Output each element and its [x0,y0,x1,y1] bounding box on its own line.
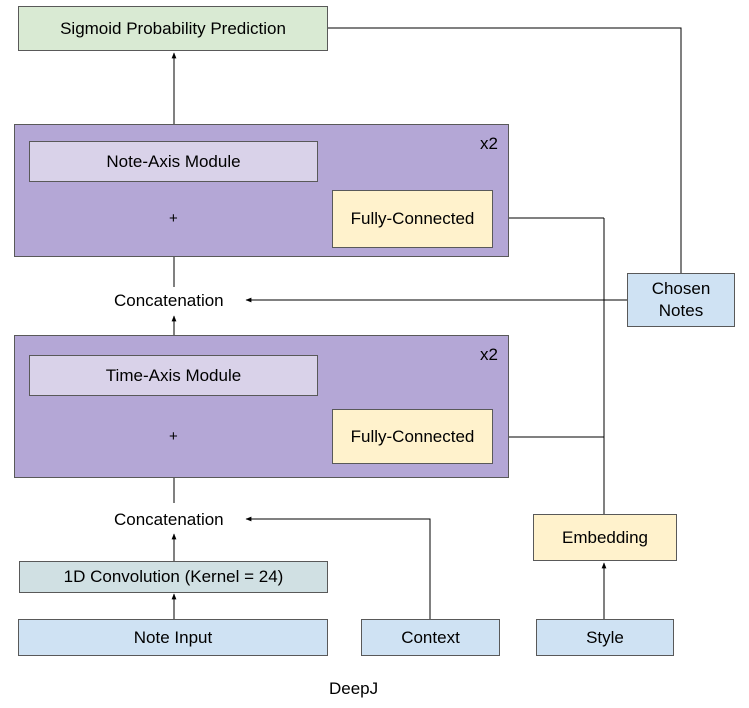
sigmoid-probability-label: Sigmoid Probability Prediction [60,18,286,38]
note-axis-module-node: Note-Axis Module [29,141,318,182]
time-axis-module-node: Time-Axis Module [29,355,318,396]
time-axis-module-label: Time-Axis Module [105,365,242,385]
note-axis-repeat-label: x2 [480,134,498,153]
chosen-notes-label: Chosen Notes [651,279,711,320]
context-node: Context [361,619,500,656]
diagram-caption: DeepJ [329,679,379,698]
conv-label: 1D Convolution (Kernel = 24) [63,567,284,586]
sigmoid-probability-node: Sigmoid Probability Prediction [18,6,328,51]
concatenation-top-label: Concatenation [114,291,224,310]
fully-connected-bottom-label: Fully-Connected [350,426,475,446]
add-operator-top: + [169,210,178,227]
fully-connected-top-node: Fully-Connected [332,190,493,248]
embedding-label: Embedding [561,527,648,547]
embedding-node: Embedding [533,514,677,561]
edge-context-to-concat [245,516,431,619]
fully-connected-top-label: Fully-Connected [350,209,475,228]
time-axis-repeat-label: x2 [480,345,498,364]
fully-connected-bottom-node: Fully-Connected [332,409,493,464]
concatenation-bottom-label: Concatenation [114,510,224,529]
context-label: Context [401,627,460,647]
note-axis-module-label: Note-Axis Module [106,151,241,171]
chosen-notes-node: Chosen Notes [627,273,735,327]
note-input-label: Note Input [133,627,213,647]
style-label: Style [586,627,624,647]
style-node: Style [536,619,674,656]
note-input-node: Note Input [18,619,328,656]
add-operator-bottom: + [169,428,178,445]
conv-node: 1D Convolution (Kernel = 24) [19,561,328,593]
edge-sigmoid-to-chosen-notes [328,27,682,273]
